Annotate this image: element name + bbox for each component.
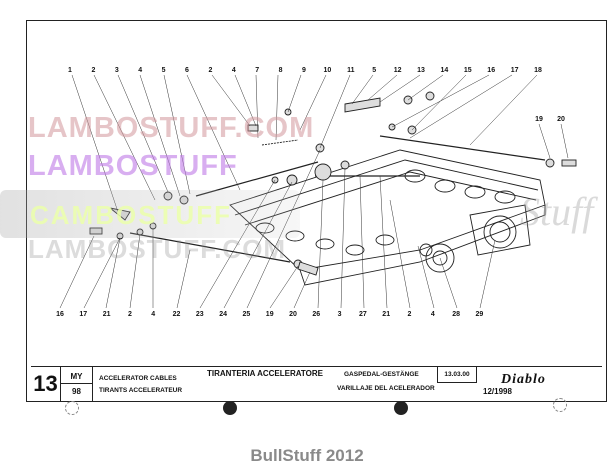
callout-number: 21 <box>382 311 390 318</box>
title-spanish: VARILLAJE DEL ACELERADOR <box>337 385 435 392</box>
callout-number: 5 <box>372 67 376 74</box>
model-year-box: MY 98 <box>61 367 93 401</box>
callout-number: 4 <box>151 311 155 318</box>
callout-number: 20 <box>289 311 297 318</box>
callout-number: 23 <box>196 311 204 318</box>
callout-number: 4 <box>232 67 236 74</box>
diablo-logo: Diablo <box>501 372 546 387</box>
callout-number: 9 <box>302 67 306 74</box>
callout-number: 8 <box>279 67 283 74</box>
plate-code: 13.03.00 <box>437 367 477 383</box>
callout-number: 2 <box>408 311 412 318</box>
callout-number: 19 <box>266 311 274 318</box>
callout-number: 16 <box>56 311 64 318</box>
callout-number: 4 <box>431 311 435 318</box>
plate-date: 12/1998 <box>483 387 512 396</box>
watermark-band <box>0 190 300 238</box>
binder-hole <box>223 401 237 415</box>
callout-number: 2 <box>208 67 212 74</box>
title-french: TIRANTS ACCELERATEUR <box>99 387 183 394</box>
title-block: 13 MY 98 ACCELERATOR CABLES TIRANTS ACCE… <box>31 366 602 401</box>
callout-number: 2 <box>91 67 95 74</box>
callout-number: 20 <box>557 116 565 123</box>
callout-number: 5 <box>162 67 166 74</box>
footer-credit: BullStuff 2012 <box>250 446 364 465</box>
title-german: GASPEDAL-GESTÄNGE <box>344 371 419 378</box>
callout-number: 26 <box>312 311 320 318</box>
callout-number: 29 <box>476 311 484 318</box>
callout-number: 19 <box>535 116 543 123</box>
callout-number: 3 <box>338 311 342 318</box>
callout-number: 16 <box>487 67 495 74</box>
watermark-stuff-script: Stuff <box>520 189 594 234</box>
callout-number: 25 <box>243 311 251 318</box>
callout-number: 2 <box>128 311 132 318</box>
callout-number: 27 <box>359 311 367 318</box>
callout-number: 18 <box>534 67 542 74</box>
leader-lines <box>59 74 569 309</box>
callout-number: 17 <box>79 311 87 318</box>
binder-hole-outline <box>65 401 79 415</box>
callout-number: 4 <box>138 67 142 74</box>
callout-number: 6 <box>185 67 189 74</box>
callout-number: 17 <box>511 67 519 74</box>
callout-number: 11 <box>347 67 355 74</box>
callout-number: 12 <box>394 67 402 74</box>
watermark-lambostuff: LAMBOSTUFF <box>28 150 238 182</box>
callout-number: 13 <box>417 67 425 74</box>
callout-number: 21 <box>103 311 111 318</box>
model-year-value: 98 <box>72 387 81 396</box>
watermark-cambostuff: CAMBOSTUFF <box>30 200 232 230</box>
callout-number: 14 <box>441 67 449 74</box>
callout-number: 3 <box>115 67 119 74</box>
callout-number: 15 <box>464 67 472 74</box>
title-english: ACCELERATOR CABLES <box>99 375 177 382</box>
callout-number: 24 <box>219 311 227 318</box>
watermark-lambostuff-com: LAMBOSTUFF.COM <box>28 112 315 144</box>
callout-number: 28 <box>452 311 460 318</box>
linkage-rods <box>129 135 546 263</box>
callout-number: 7 <box>255 67 259 74</box>
model-year-label: MY <box>61 372 92 384</box>
callout-number: 10 <box>324 67 332 74</box>
callout-number: 22 <box>173 311 181 318</box>
drawing-frame <box>26 20 607 402</box>
binder-hole-outline <box>553 398 567 412</box>
plate-number: 13 <box>31 367 61 401</box>
title-italian: TIRANTERIA ACCELERATORE <box>207 369 323 378</box>
watermark-lambostuff-gray: LAMBOSTUFF.COM <box>28 234 287 264</box>
binder-hole <box>394 401 408 415</box>
callout-number: 1 <box>68 67 72 74</box>
